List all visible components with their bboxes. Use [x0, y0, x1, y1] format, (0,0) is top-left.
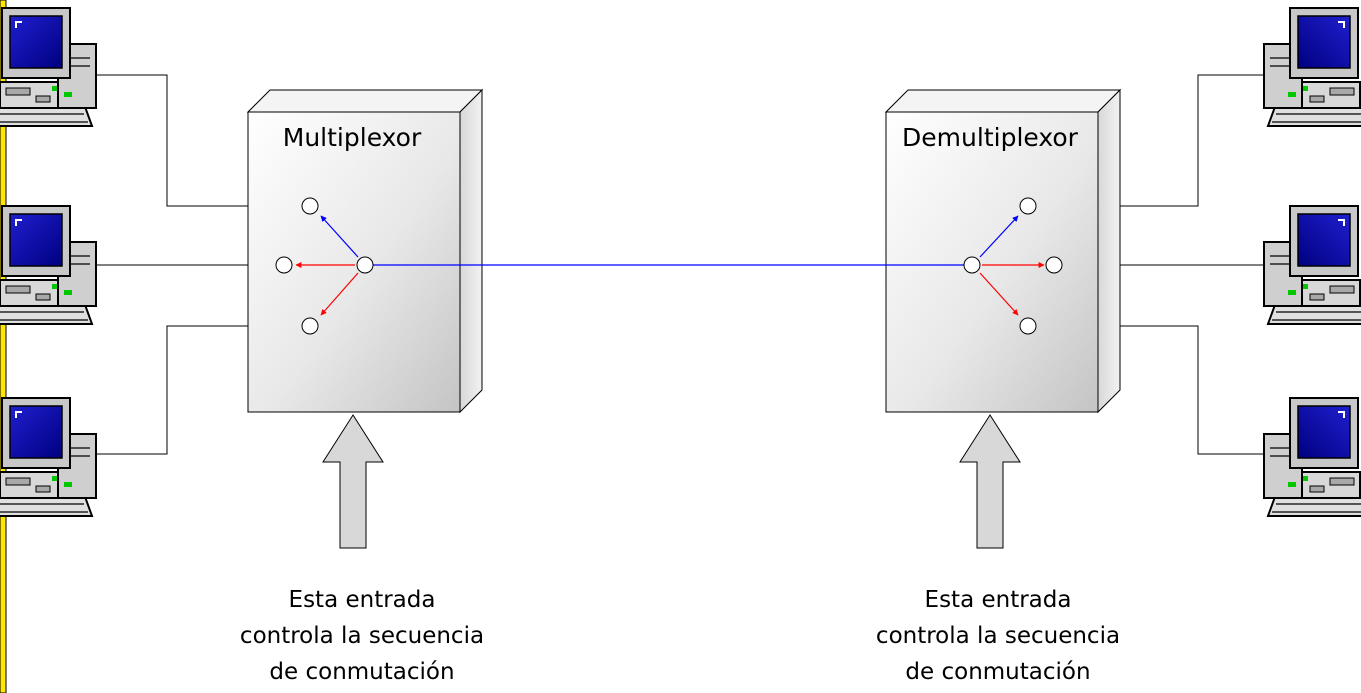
left-edge-bar — [0, 0, 7, 693]
demultiplexor-box — [884, 88, 1122, 414]
arrow-blue — [320, 215, 359, 258]
port-icon — [275, 256, 293, 274]
up-arrow-icon — [322, 414, 384, 549]
demux-switch — [963, 197, 1063, 335]
port-icon — [1019, 197, 1037, 215]
port-icon — [301, 317, 319, 335]
caption-line: de conmutación — [269, 659, 454, 685]
demux-caption: Esta entrada controla la secuencia de co… — [876, 587, 1120, 685]
arrow-red — [979, 272, 1019, 316]
computer-icon — [1263, 7, 1361, 127]
mux-caption: Esta entrada controla la secuencia de co… — [240, 587, 484, 685]
caption-line: controla la secuencia — [876, 623, 1120, 649]
port-icon — [301, 197, 319, 215]
up-arrow-icon — [959, 414, 1021, 549]
computer-icon — [0, 397, 97, 517]
caption-line: Esta entrada — [925, 587, 1072, 613]
multiplexor-title: Multiplexor — [283, 123, 422, 152]
computer-icon — [0, 7, 97, 127]
caption-line: controla la secuencia — [240, 623, 484, 649]
port-icon — [1045, 256, 1063, 274]
port-icon — [1019, 317, 1037, 335]
arrow-red — [320, 272, 359, 316]
port-icon — [356, 256, 374, 274]
arrow-blue — [979, 215, 1019, 258]
left-wires — [96, 74, 302, 455]
computer-icon — [1263, 205, 1361, 325]
caption-line: Esta entrada — [289, 587, 436, 613]
computer-icon — [1263, 397, 1361, 517]
computer-icon — [0, 205, 97, 325]
port-icon — [963, 256, 981, 274]
caption-line: de conmutación — [905, 659, 1090, 685]
demultiplexor-title: Demultiplexor — [902, 123, 1079, 152]
mux-switch — [275, 197, 374, 335]
